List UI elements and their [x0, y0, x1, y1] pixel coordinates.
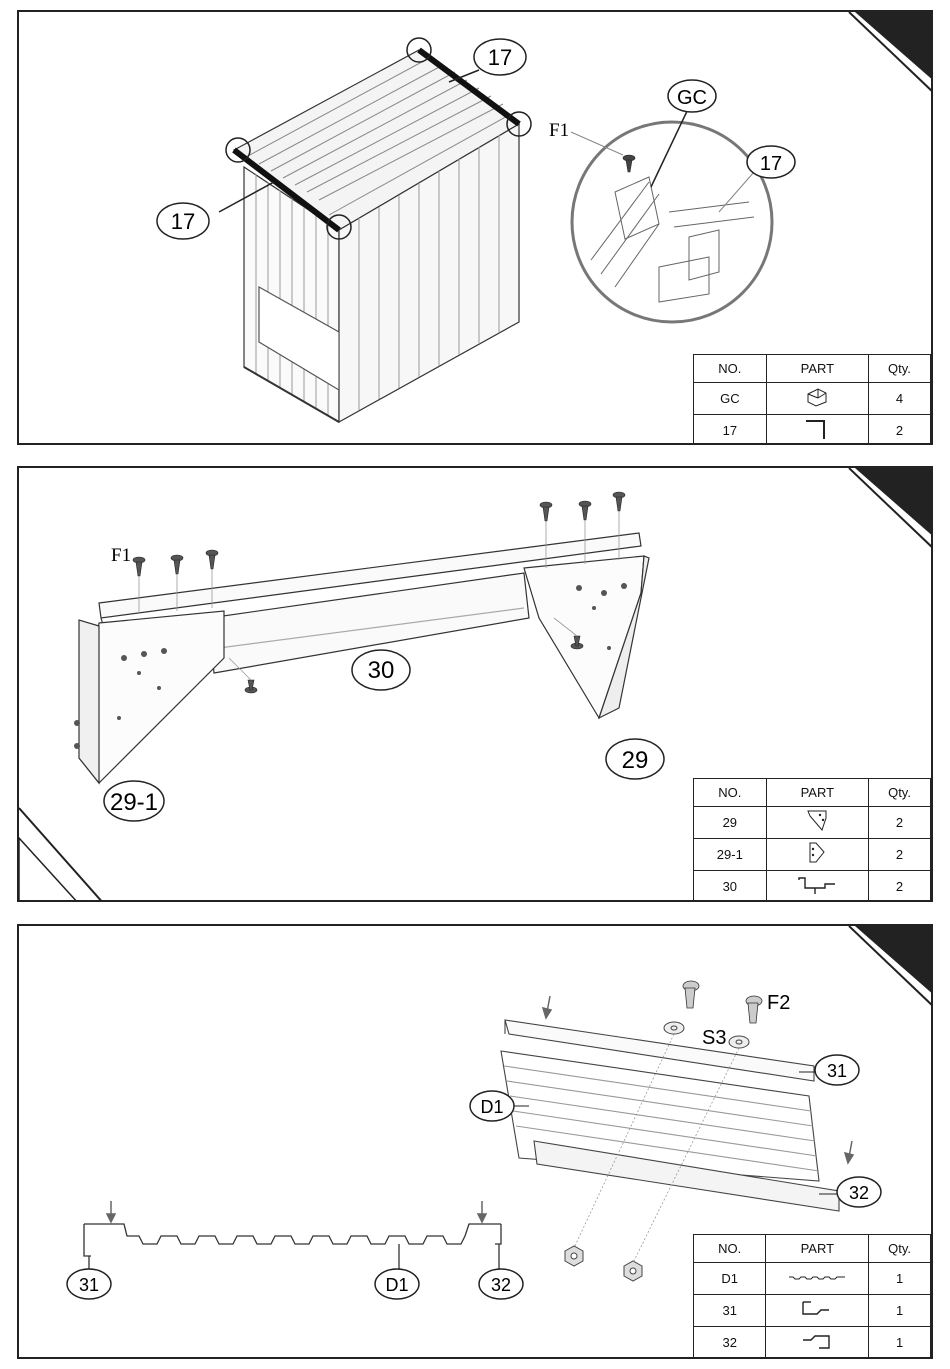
- part-qty: 2: [869, 871, 931, 903]
- corner-tab-icon: [855, 468, 933, 538]
- corrugated-panel-icon: [766, 1263, 869, 1295]
- callout-top-rail: 31: [827, 1061, 847, 1081]
- header-qty: Qty.: [868, 355, 930, 383]
- parts-table: NO. PART Qty. D1 1 31 1 32 1: [693, 1234, 931, 1359]
- callout-section-right: 32: [491, 1275, 511, 1295]
- parts-table: NO. PART Qty. 29 2 29-1 2 30 2: [693, 778, 931, 902]
- table-row: 29 2: [694, 807, 931, 839]
- angle-rail-icon: [766, 415, 868, 446]
- header-part: PART: [766, 779, 868, 807]
- part-qty: 4: [868, 383, 930, 415]
- step-panel-roof-panel: F2 S3 31 32 D1 31 D1 32 NO. PART Qty. D1…: [17, 924, 933, 1359]
- part-no: 32: [694, 1327, 766, 1359]
- profile-section: [84, 1224, 501, 1271]
- header-no: NO.: [694, 779, 767, 807]
- header-part: PART: [766, 1235, 869, 1263]
- part-no: 31: [694, 1295, 766, 1327]
- callout-bottom-rail: 32: [849, 1183, 869, 1203]
- header-no: NO.: [694, 1235, 766, 1263]
- table-row: GC 4: [694, 383, 931, 415]
- callout-bracket-right: 29: [622, 747, 649, 774]
- part-qty: 1: [869, 1327, 931, 1359]
- callout-panel: D1: [480, 1097, 503, 1117]
- header-no: NO.: [694, 355, 767, 383]
- table-row: 32 1: [694, 1327, 931, 1359]
- table-row: 29-1 2: [694, 839, 931, 871]
- part-qty: 1: [869, 1263, 931, 1295]
- callout-rail-right: 17: [488, 45, 512, 70]
- parts-table: NO. PART Qty. GC 4 17 2: [693, 354, 931, 445]
- bracket-29-1: [79, 611, 224, 783]
- part-qty: 1: [869, 1295, 931, 1327]
- callout-screw: F1: [549, 120, 569, 141]
- top-rail-profile-icon: [766, 1295, 869, 1327]
- part-qty: 2: [869, 807, 931, 839]
- callout-washer: S3: [702, 1027, 726, 1049]
- channel-beam-icon: [766, 871, 868, 903]
- table-row: 17 2: [694, 415, 931, 446]
- callout-detail-rail: 17: [760, 153, 782, 175]
- callout-screw: F1: [111, 545, 131, 566]
- callout-rail-left: 17: [171, 209, 195, 234]
- part-no: 17: [694, 415, 767, 446]
- table-row: 30 2: [694, 871, 931, 903]
- bracket-29: [524, 556, 649, 718]
- corner-tab-icon: [855, 12, 933, 82]
- table-row: D1 1: [694, 1263, 931, 1295]
- detail-magnifier: [571, 80, 795, 322]
- callout-bracket-left: 29-1: [110, 789, 158, 816]
- left-bracket-icon: [766, 839, 868, 871]
- right-bracket-icon: [766, 807, 868, 839]
- part-no: 29-1: [694, 839, 767, 871]
- part-no: 30: [694, 871, 767, 903]
- header-part: PART: [766, 355, 868, 383]
- table-row: 31 1: [694, 1295, 931, 1327]
- callout-section-left: 31: [79, 1275, 99, 1295]
- bottom-rail-profile-icon: [766, 1327, 869, 1359]
- part-no: D1: [694, 1263, 766, 1295]
- shed-body: [234, 50, 519, 422]
- step-panel-brackets: F1 30 29 29-1 NO. PART Qty. 29 2 29-1 2 …: [17, 466, 933, 902]
- panel-assembly: [501, 1020, 839, 1211]
- corner-tab-icon: [855, 926, 933, 996]
- part-qty: 2: [869, 839, 931, 871]
- header-qty: Qty.: [869, 779, 931, 807]
- part-no: GC: [694, 383, 767, 415]
- corner-bracket-icon: [766, 383, 868, 415]
- callout-gc: GC: [677, 87, 707, 109]
- callout-screw: F2: [767, 992, 790, 1014]
- callout-section-mid: D1: [385, 1275, 408, 1295]
- step-panel-roof-rails: 17 17 GC 17 F1 NO. PART Qty. GC 4 17 2: [17, 10, 933, 445]
- callout-beam: 30: [368, 657, 395, 684]
- part-no: 29: [694, 807, 767, 839]
- header-qty: Qty.: [869, 1235, 931, 1263]
- nut-icons: [565, 1246, 642, 1281]
- part-qty: 2: [868, 415, 930, 446]
- screw-icons: [683, 981, 762, 1023]
